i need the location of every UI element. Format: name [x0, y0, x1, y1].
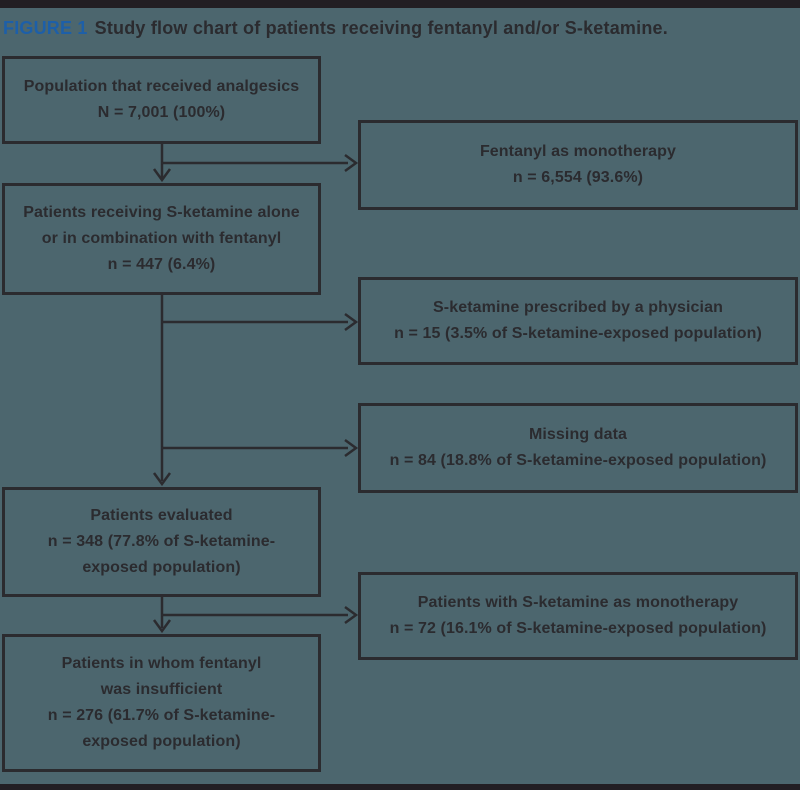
box-line: n = 276 (61.7% of S-ketamine- — [47, 707, 276, 724]
box-line: exposed population) — [82, 733, 241, 750]
box-line: Patients evaluated — [90, 507, 233, 524]
box-line: Patients in whom fentanyl — [61, 655, 262, 672]
box-fentanyl-monotherapy: Fentanyl as monotherapy n = 6,554 (93.6%… — [358, 120, 798, 210]
top-frame-bar — [0, 0, 800, 8]
box-missing-data: Missing data n = 84 (18.8% of S-ketamine… — [358, 403, 798, 493]
box-population: Population that received analgesics N = … — [2, 56, 321, 144]
box-line: n = 84 (18.8% of S-ketamine-exposed popu… — [389, 452, 767, 469]
box-line: n = 72 (16.1% of S-ketamine-exposed popu… — [389, 620, 767, 637]
box-sketamine-monotherapy: Patients with S-ketamine as monotherapy … — [358, 572, 798, 660]
box-line: n = 447 (6.4%) — [107, 256, 216, 273]
box-line: n = 6,554 (93.6%) — [512, 169, 644, 186]
bottom-frame-bar — [0, 784, 800, 790]
box-fentanyl-insufficient: Patients in whom fentanyl was insufficie… — [2, 634, 321, 772]
box-line: Population that received analgesics — [23, 78, 300, 95]
figure-number-label: FIGURE 1 — [3, 18, 88, 38]
box-line: S-ketamine prescribed by a physician — [433, 299, 723, 316]
box-line: Missing data — [528, 426, 628, 443]
figure-title: FIGURE 1 Study flow chart of patients rec… — [3, 18, 783, 39]
box-line: exposed population) — [82, 559, 241, 576]
figure-title-text: Study flow chart of patients receiving f… — [94, 18, 668, 38]
box-line: n = 15 (3.5% of S-ketamine-exposed popul… — [394, 325, 762, 342]
box-line: Patients receiving S-ketamine alone — [23, 204, 300, 221]
box-physician-prescribed: S-ketamine prescribed by a physician n =… — [358, 277, 798, 365]
box-sketamine-exposed: Patients receiving S-ketamine alone or i… — [2, 183, 321, 295]
box-line: or in combination with fentanyl — [41, 230, 282, 247]
box-line: was insufficient — [100, 681, 223, 698]
box-line: Patients with S-ketamine as monotherapy — [417, 594, 739, 611]
box-line: Fentanyl as monotherapy — [479, 143, 677, 160]
box-evaluated: Patients evaluated n = 348 (77.8% of S-k… — [2, 487, 321, 597]
box-line: n = 348 (77.8% of S-ketamine- — [47, 533, 276, 550]
box-line: N = 7,001 (100%) — [97, 104, 226, 121]
